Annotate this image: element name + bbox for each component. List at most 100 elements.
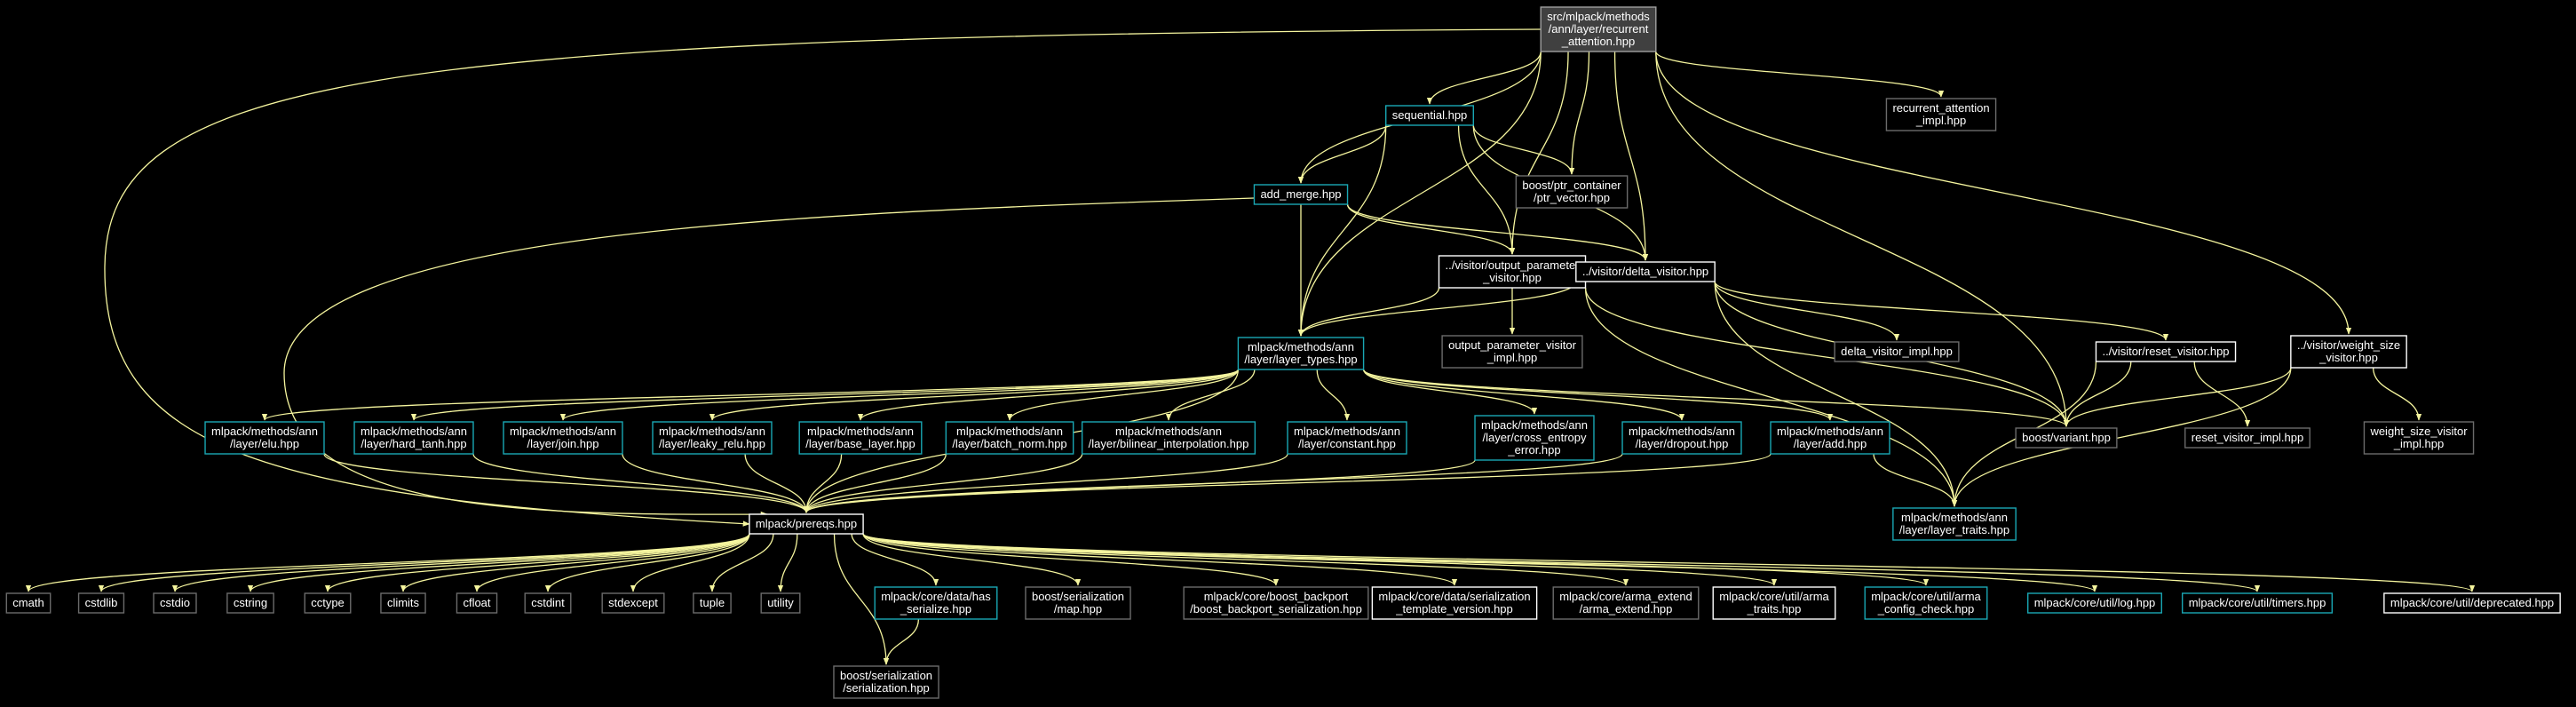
edge-outparam-to-variant [1584,287,2070,427]
node-bilinear[interactable]: mlpack/methods/ann/layer/bilinear_interp… [1081,421,1256,455]
node-label: /layer/bilinear_interpolation.hpp [1089,437,1249,450]
node-seq[interactable]: sequential.hpp [1385,105,1474,126]
node-wsize[interactable]: ../visitor/weight_size_visitor.hpp [2290,335,2407,369]
node-label: cstring [234,596,267,609]
node-label: /layer/batch_norm.hpp [952,437,1066,450]
node-deprecated[interactable]: mlpack/core/util/deprecated.hpp [2383,592,2561,614]
node-log[interactable]: mlpack/core/util/log.hpp [2027,592,2162,614]
edge-root-to-seq [1426,51,1542,105]
node-prereqs[interactable]: mlpack/prereqs.hpp [749,513,864,535]
node-label: mlpack/methods/ann [659,425,765,438]
node-arma-cfg[interactable]: mlpack/core/util/arma_config_check.hpp [1864,586,1988,620]
node-box [1441,335,1583,369]
node-delta[interactable]: ../visitor/delta_visitor.hpp [1575,261,1716,282]
node-label: mlpack/core/data/has [881,590,991,603]
edge-wsize-to-layer-traits [1951,367,2292,507]
node-cstdio: cstdio [153,592,197,614]
edge-root-to-delta [1613,51,1649,261]
edge-layer-types-to-hard-tanh [411,369,1240,421]
node-cstring: cstring [226,592,274,614]
edge-delta-to-delta-impl [1714,281,1900,341]
edge-elu-to-prereqs [323,453,810,513]
edge-layer-types-to-constant [1316,369,1351,421]
node-layer-traits[interactable]: mlpack/methods/ann/layer/layer_traits.hp… [1892,507,2017,541]
node-cstdlib: cstdlib [77,592,125,614]
edge-prereqs-to-stdexcept [630,533,750,592]
node-box [204,421,325,455]
node-base[interactable]: mlpack/methods/ann/layer/base_layer.hpp [798,421,923,455]
node-box [798,421,923,455]
node-box [1712,586,1836,620]
node-label: src/mlpack/methods [1547,10,1650,23]
node-cross[interactable]: mlpack/methods/ann/layer/cross_entropy_e… [1474,415,1595,461]
node-label: tuple [700,596,725,609]
edge-delta-to-layer-traits [1714,281,1958,507]
node-label: mlpack/methods/ann [956,425,1063,438]
node-label: recurrent_attention [1892,101,1989,115]
node-batch[interactable]: mlpack/methods/ann/layer/batch_norm.hpp [945,421,1074,455]
node-timers[interactable]: mlpack/core/util/timers.hpp [2181,592,2334,614]
node-add[interactable]: mlpack/methods/ann/layer/add.hpp [1770,421,1890,455]
node-label: /ann/layer/recurrent [1549,22,1649,36]
node-has-ser[interactable]: mlpack/core/data/has_serialize.hpp [874,586,998,620]
node-box [1540,6,1657,52]
node-outparam[interactable]: ../visitor/output_parameter_visitor.hpp [1438,255,1587,289]
node-label: add_merge.hpp [1260,187,1341,201]
node-elu[interactable]: mlpack/methods/ann/layer/elu.hpp [204,421,325,455]
node-label: mlpack/methods/ann [361,425,467,438]
node-box [353,421,474,455]
edge-prereqs-to-cstdlib [98,533,750,592]
node-reset[interactable]: ../visitor/reset_visitor.hpp [2095,341,2237,362]
edge-prereqs-to-arma-ext [862,533,1629,586]
node-box [226,592,274,614]
node-box [1892,507,2017,541]
node-add-merge[interactable]: add_merge.hpp [1253,184,1349,205]
edge-base-to-prereqs [803,453,843,513]
node-label: boost/serialization [840,669,932,682]
node-cstdint: cstdint [524,592,572,614]
edge-reset-to-reset-impl [2193,361,2251,427]
node-label: /map.hpp [1054,602,1102,616]
node-box [1371,586,1538,620]
node-label: mlpack/methods/ann [1294,425,1400,438]
node-constant[interactable]: mlpack/methods/ann/layer/constant.hpp [1287,421,1407,455]
node-box [77,592,125,614]
node-delta-impl: delta_visitor_impl.hpp [1834,341,1960,362]
node-arma-traits[interactable]: mlpack/core/util/arma_traits.hpp [1712,586,1836,620]
node-layer-types[interactable]: mlpack/methods/ann/layer/layer_types.hpp [1237,337,1365,370]
node-label: cstdint [531,596,565,609]
edge-layer-types-to-elu [262,369,1240,421]
node-label: mlpack/core/data/serialization [1378,590,1530,603]
node-hard-tanh[interactable]: mlpack/methods/ann/layer/hard_tanh.hpp [353,421,474,455]
edge-prereqs-to-cmath [25,533,750,592]
node-box [1621,421,1742,455]
node-label: mlpack/methods/ann [807,425,914,438]
edge-prereqs-to-utility [777,533,798,592]
edge-prereqs-to-tuple [709,533,774,592]
node-label: boost/serialization [1032,590,1124,603]
node-box [1515,175,1629,209]
node-label: mlpack/core/boost_backport [1204,590,1349,603]
node-label: mlpack/core/util/timers.hpp [2189,596,2326,609]
node-join[interactable]: mlpack/methods/ann/layer/join.hpp [503,421,623,455]
node-label: boost/ptr_container [1522,179,1621,192]
node-arma-ext: mlpack/core/arma_extend/arma_extend.hpp [1552,586,1700,620]
node-label: mlpack/core/util/arma [1871,590,1981,603]
node-leaky[interactable]: mlpack/methods/ann/layer/leaky_relu.hpp [652,421,773,455]
node-ser-tmpl[interactable]: mlpack/core/data/serialization_template_… [1371,586,1538,620]
edge-prereqs-to-cstring [247,533,750,592]
node-box [2027,592,2162,614]
node-label: /boost_backport_serialization.hpp [1190,602,1362,616]
edge-root-to-outparam [1509,51,1569,255]
node-label: _template_version.hpp [1395,602,1513,616]
node-cctype: cctype [304,592,352,614]
node-label: cctype [311,596,345,609]
node-box [2015,427,2118,449]
edge-layer-types-to-base [857,369,1240,421]
node-box [2184,427,2310,449]
node-box [2383,592,2561,614]
node-box [749,513,864,535]
node-dropout[interactable]: mlpack/methods/ann/layer/dropout.hpp [1621,421,1742,455]
node-label: mlpack/methods/ann [211,425,318,438]
node-root[interactable]: src/mlpack/methods/ann/layer/recurrent_a… [1540,6,1657,52]
